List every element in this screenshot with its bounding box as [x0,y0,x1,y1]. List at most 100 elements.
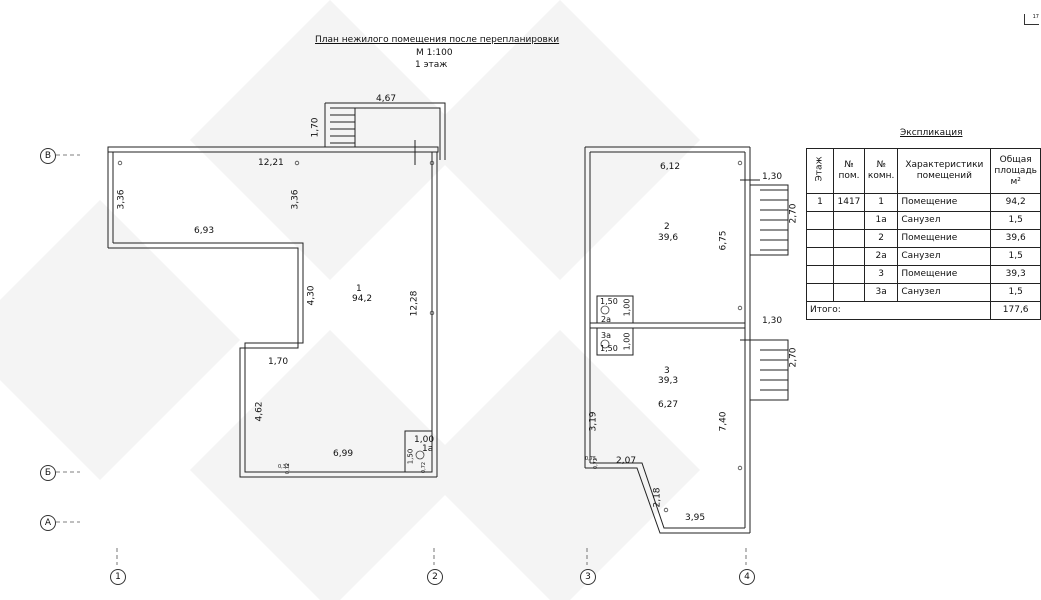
cell-area: 39,6 [990,229,1041,248]
dim-label: 3,19 [588,411,599,432]
dim-label: 0,72 [421,461,428,474]
cell-area: 39,3 [990,265,1041,284]
dim-label: 6,75 [718,230,729,251]
cell-floor [806,229,834,248]
dim-label: 2,07 [616,456,637,466]
axis-bubble-col: 3 [580,569,596,585]
cell-area: 94,2 [990,193,1041,212]
cell-floor: 1 [806,193,834,212]
dim-label: 0,72 [285,462,292,475]
dim-label: 6,99 [333,449,354,459]
dim-label: 0,75 [585,456,597,462]
dim-label: 1,70 [310,117,321,138]
axis-bubble-col: 2 [427,569,443,585]
axis-bubble-row: В [40,148,56,164]
dim-label: 6,12 [660,162,681,172]
header-room: № комн. [863,148,899,194]
dim-label: 1,00 [622,298,632,317]
dim-label: 12,21 [258,158,284,168]
cell-room: 3 [863,265,899,284]
wc-number: 3а [601,331,611,340]
wc-number: 2а [601,315,611,324]
cell-floor [806,283,834,302]
cell-premise: 1417 [833,193,865,212]
dim-label: 6,27 [658,400,679,410]
dim-label: 1,30 [762,316,783,326]
dim-label: 2,70 [788,203,799,224]
dim-label: 2,70 [788,347,799,368]
header-desc: Характеристики помещений [897,148,992,194]
dim-label: 1,50 [600,344,618,353]
cell-desc: Санузел [897,247,992,266]
cell-premise [833,265,865,284]
room-number: 1 [356,284,362,294]
cell-room: 2а [863,247,899,266]
cell-desc: Помещение [897,229,992,248]
dim-label: 1,50 [600,297,618,306]
cell-desc: Помещение [897,265,992,284]
cell-floor [806,247,834,266]
cell-area: 1,5 [990,283,1041,302]
dim-label: 1,30 [762,172,783,182]
table-header-row: Этаж № пом. № комн. Характеристики помещ… [806,148,1041,194]
cell-floor [806,211,834,230]
dim-label: 3,36 [116,189,127,210]
cell-premise [833,229,865,248]
axis-bubble-col: 1 [110,569,126,585]
right-plan-walls [584,146,789,534]
header-area: Общая площадь м² [990,148,1041,194]
axis-bubble-row: А [40,515,56,531]
cell-area: 1,5 [990,211,1041,230]
dim-label: 1,00 [622,332,632,351]
drawing-floor: 1 этаж [415,60,448,70]
header-floor: Этаж [814,155,825,181]
dim-label: 6,93 [194,226,215,236]
dim-label: 2,18 [652,487,663,508]
dim-label: 4,67 [376,94,397,104]
cell-desc: Помещение [897,193,992,212]
header-premise: № пом. [833,148,865,194]
cell-premise [833,283,865,302]
cell-room: 1а [863,211,899,230]
cell-floor [806,265,834,284]
left-plan-walls [107,102,446,478]
explication-caption: Экспликация [900,128,963,138]
dim-label: 1,70 [268,357,289,367]
cell-premise [833,247,865,266]
dim-label: 3,95 [685,513,706,523]
dim-label: 4,30 [306,285,317,306]
drawing-title: План нежилого помещения после перепланир… [315,35,560,45]
dim-label: 0,72 [593,457,600,470]
markers [117,160,743,513]
dim-label: 3,36 [290,189,301,210]
dim-label: 12,28 [409,290,420,317]
cell-premise [833,211,865,230]
dim-label: 1,00 [414,435,435,445]
axis-lines [56,154,747,565]
room-area: 94,2 [352,294,373,304]
explication-table: Этаж № пом. № комн. Характеристики помещ… [805,148,1041,320]
dim-label: 4,62 [254,401,265,422]
watermark [0,0,700,600]
cell-desc: Санузел [897,211,992,230]
sheet-corner-mark: 17 [1024,14,1039,25]
room-number: 2 [664,222,670,232]
axis-bubble-row: Б [40,465,56,481]
cell-room: 2 [863,229,899,248]
dim-label: 0,33 [278,464,290,470]
dim-label: 1,50 [406,448,415,465]
axis-bubble-col: 4 [739,569,755,585]
table-total-row: Итого: 177,6 [805,301,1041,320]
cell-room: 3а [863,283,899,302]
cell-area: 1,5 [990,247,1041,266]
room-area: 39,6 [658,233,679,243]
cell-room: 1 [863,193,899,212]
drawing-scale: М 1:100 [416,48,453,58]
total-value: 177,6 [990,301,1041,320]
